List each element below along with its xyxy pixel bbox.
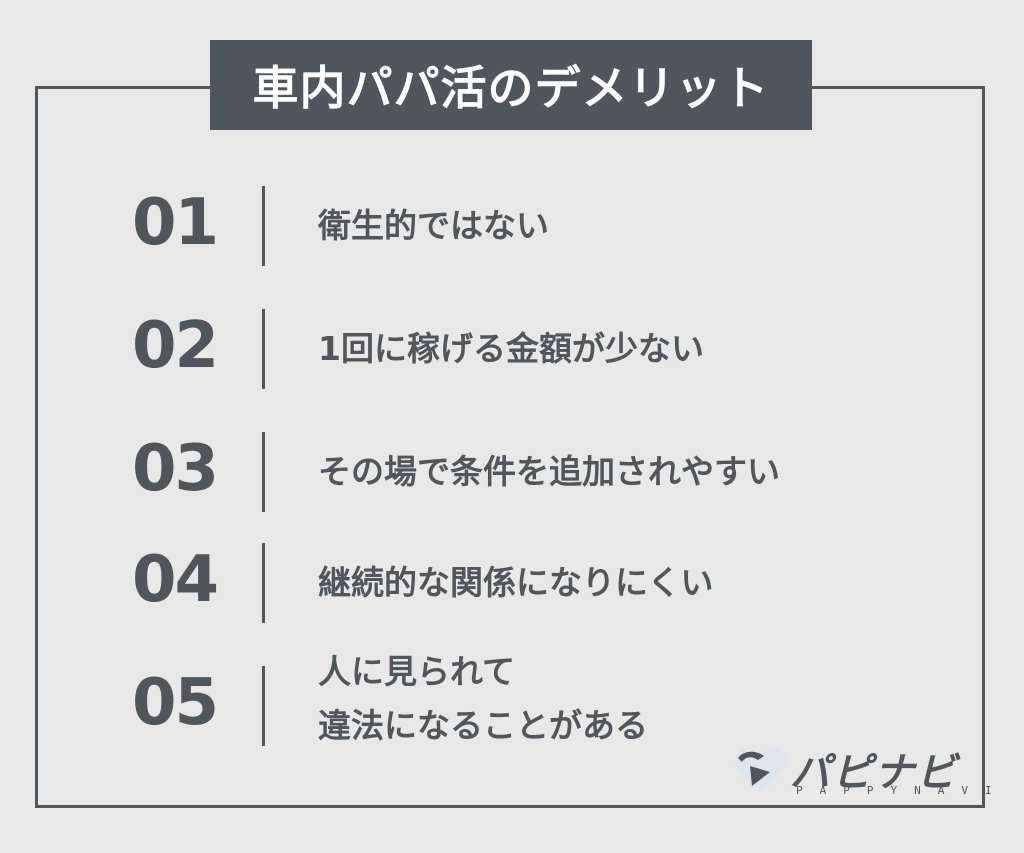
item-text-line2: 違法になることがある: [318, 706, 648, 745]
divider: [262, 432, 265, 512]
item-text: 継続的な関係になりにくい: [318, 563, 714, 602]
item-number: 03: [132, 432, 219, 506]
divider: [262, 543, 265, 623]
item-text: 1回に稼げる金額が少ない: [318, 329, 704, 368]
item-number: 05: [132, 666, 219, 740]
page-title: 車内パパ活のデメリット: [252, 61, 770, 115]
title-banner: 車内パパ活のデメリット: [210, 40, 812, 130]
logo-text: パピナビ: [790, 750, 958, 796]
item-text-line1: 人に見られて: [318, 652, 516, 691]
item-number: 02: [132, 309, 219, 383]
item-text: その場で条件を追加されやすい: [318, 452, 780, 491]
heart-logo-icon: [735, 747, 786, 790]
item-number: 01: [132, 186, 219, 260]
item-text: 衛生的ではない: [318, 206, 549, 245]
item-number: 04: [132, 543, 219, 617]
brand-logo: パピナビ PAPPYNAVI: [732, 740, 992, 800]
divider: [262, 309, 265, 389]
divider: [262, 186, 265, 266]
divider: [262, 666, 265, 746]
logo-subtext: PAPPYNAVI: [796, 784, 1009, 797]
